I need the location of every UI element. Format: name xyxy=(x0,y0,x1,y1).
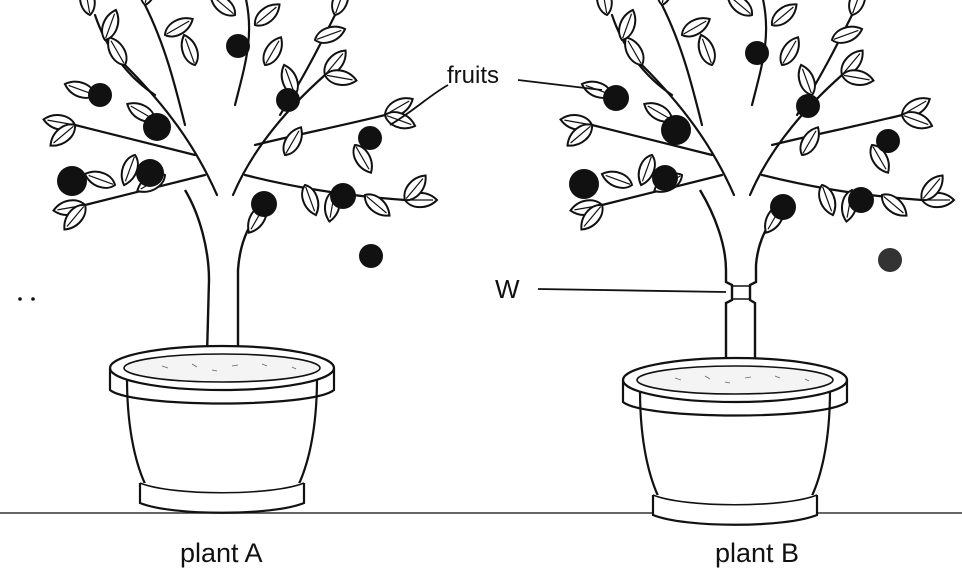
fruit xyxy=(251,191,277,217)
fruit xyxy=(745,41,769,65)
fruit xyxy=(359,244,383,268)
plant-b-label: plant B xyxy=(715,538,799,569)
w-pointer xyxy=(538,289,726,292)
plant-a xyxy=(42,0,437,513)
plant-b-pot xyxy=(623,358,847,525)
fruit xyxy=(848,187,874,213)
speck xyxy=(31,297,35,301)
fruit xyxy=(569,169,599,199)
fruit xyxy=(136,159,164,187)
fruit xyxy=(226,34,250,58)
fruit xyxy=(878,248,902,272)
w-label: W xyxy=(495,274,520,305)
fruit xyxy=(358,126,382,150)
fruit xyxy=(88,83,112,107)
plant-a-pot xyxy=(110,346,334,513)
fruit xyxy=(652,165,678,191)
fruit xyxy=(876,129,900,153)
plant-a-label: plant A xyxy=(180,538,263,569)
fruit xyxy=(661,115,691,145)
fruit xyxy=(57,166,87,196)
speck xyxy=(18,297,22,301)
fruit xyxy=(143,113,171,141)
fruit xyxy=(603,85,629,111)
fruit xyxy=(276,88,300,112)
fruit xyxy=(770,194,796,220)
fruits-label: fruits xyxy=(447,62,499,90)
fruit xyxy=(796,94,820,118)
ring-cut-w xyxy=(732,286,750,299)
plant-b xyxy=(559,0,954,525)
fruit xyxy=(330,183,356,209)
